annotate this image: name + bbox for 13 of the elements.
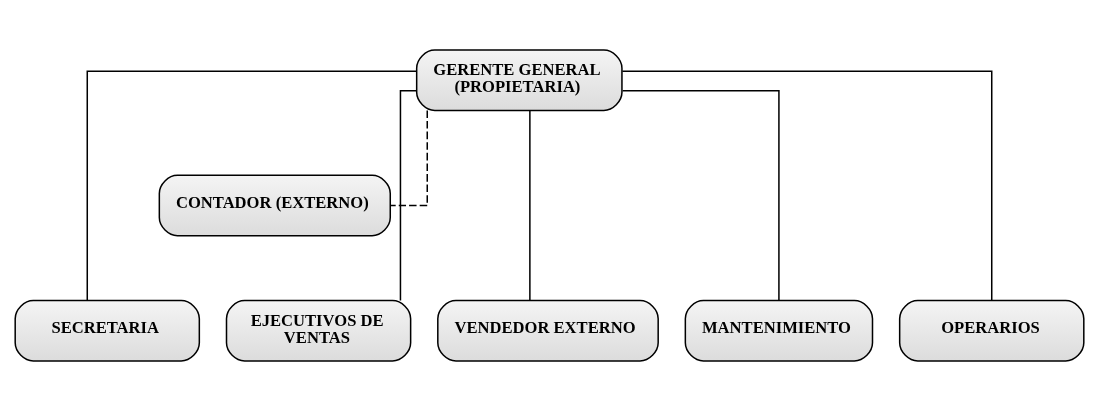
connector	[399, 90, 418, 302]
connector	[621, 90, 780, 302]
node-box: CONTADOR (EXTERNO)	[158, 174, 391, 237]
connector	[621, 70, 993, 302]
node-box: GERENTE GENERAL (PROPIETARIA)	[415, 49, 623, 112]
connector	[389, 109, 428, 207]
node-box: SECRETARIA	[14, 299, 201, 362]
node-box: VENDEDOR EXTERNO	[437, 299, 659, 362]
node-box: OPERARIOS	[898, 299, 1085, 362]
node-box: EJECUTIVOS DE VENTAS	[225, 299, 412, 362]
connector	[86, 70, 418, 302]
node-box: MANTENIMIENTO	[684, 299, 874, 362]
connector	[529, 109, 531, 302]
